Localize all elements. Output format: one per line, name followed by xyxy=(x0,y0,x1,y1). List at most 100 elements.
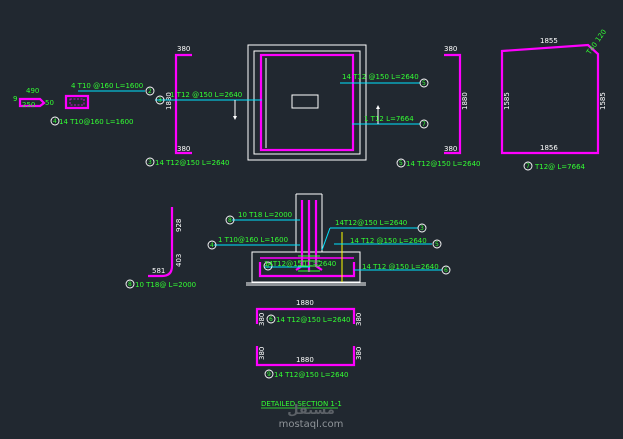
right-u-dim-right: 1880 xyxy=(461,92,469,110)
small-hook-shape xyxy=(18,97,46,108)
bottom-bar-upper-mark-bubble xyxy=(266,314,276,324)
small-hook-dim-left: 9 xyxy=(13,95,17,103)
trapezoid-bar: 1855 T40 120 1585 1585 1856 7 T12@ L=766… xyxy=(500,28,608,171)
bottom-bar-upper-dim-left: 380 xyxy=(258,313,266,326)
bottom-bar-lower-shape xyxy=(255,346,356,367)
small-hook-mark: 4 xyxy=(53,118,57,125)
section-call-2: 1 T10@160 L=1600 xyxy=(218,236,288,244)
bottom-bar-lower-dim-left: 380 xyxy=(258,347,266,360)
left-u-mark: 3 xyxy=(148,159,152,166)
section-mark-6-bubble xyxy=(441,265,451,275)
right-u-note: 14 T12@150 L=2640 xyxy=(406,160,480,168)
watermark: مستقل mostaql.com xyxy=(279,403,344,430)
right-u-mark: 5 xyxy=(399,160,403,167)
small-box-mark: 2 xyxy=(148,88,152,95)
plan-call-right-bottom: 1 T12 L=7664 xyxy=(364,115,414,123)
section-bottom-mesh xyxy=(258,262,356,278)
plan-mark-right-top-bubble xyxy=(419,78,429,88)
bottom-bar-lower-mark-bubble xyxy=(264,369,274,379)
l-bar-dim-base: 581 xyxy=(152,267,165,275)
section-call-4: 14 T12 @150 L=2640 xyxy=(350,237,427,245)
right-u-shape xyxy=(444,53,462,155)
small-box-bar: 4 T10 @160 L=1600 2 xyxy=(64,82,155,110)
left-u-shape xyxy=(174,53,192,155)
small-box-note: 4 T10 @160 L=1600 xyxy=(71,82,143,90)
plan-mark-right-top: 5 xyxy=(422,80,426,87)
small-box-hatch xyxy=(69,98,85,106)
section-mark-5: 7 xyxy=(266,263,270,270)
section-mark-4-bubble xyxy=(432,239,442,249)
section-mark-3-bubble xyxy=(417,223,427,233)
plan-mark-right-bottom-bubble xyxy=(419,119,429,129)
bottom-bar-lower-dim-bottom: 1880 xyxy=(296,356,314,364)
bottom-bar-lower: 380 380 1880 9 14 T12@150 L=2640 xyxy=(255,346,363,379)
section-call-6: 14 T12 @150 L=2640 xyxy=(362,263,439,271)
small-hook-mark-bubble xyxy=(50,116,60,126)
plan-mark-left-bubble xyxy=(155,95,165,105)
plan-column-box xyxy=(291,94,319,109)
plan-call-right-top: 14 T12 @150 L=2640 xyxy=(342,73,419,81)
trapezoid-shape xyxy=(500,43,600,155)
small-hook-dim-bottom: 250 xyxy=(22,101,35,109)
bottom-bar-upper-note: 14 T12@150 L=2640 xyxy=(276,316,350,324)
bottom-bar-upper-dim-top: 1880 xyxy=(296,299,314,307)
trapezoid-note: T12@ L=7664 xyxy=(534,163,586,171)
right-u-dim-top: 380 xyxy=(444,45,457,53)
section-mark-6: 6 xyxy=(444,267,448,274)
section-footing-outline xyxy=(251,251,361,283)
trapezoid-dim-bottom: 1856 xyxy=(540,144,558,152)
bottom-bar-lower-note: 14 T12@150 L=2640 xyxy=(274,371,348,379)
plan-right-arrow xyxy=(376,105,380,109)
section-view: 8 10 T18 L=2000 4 1 T10@160 L=1600 14T12… xyxy=(207,193,451,286)
left-u-bar: 380 1880 380 3 14 T12@150 L=2640 xyxy=(145,45,229,167)
trapezoid-mark-bubble xyxy=(523,161,533,171)
section-leader-3-tail xyxy=(321,227,331,251)
section-mark-2: 4 xyxy=(210,242,214,249)
left-u-dim-bottom: 380 xyxy=(177,145,190,153)
trapezoid-dim-top: 1855 xyxy=(540,37,558,45)
plan-outer-outline xyxy=(247,44,367,161)
plan-mark-left: 3 xyxy=(158,97,162,104)
small-hook-dim-top: 490 xyxy=(26,87,39,95)
small-box-mark-bubble xyxy=(145,86,155,96)
bottom-bar-lower-dim-right: 380 xyxy=(355,347,363,360)
section-call-5: 14T12@150 L=2640 xyxy=(264,260,336,268)
trapezoid-dim-right: 1585 xyxy=(599,92,607,110)
section-title-text: DETAILED SECTION 1-1 xyxy=(261,400,342,408)
l-bar-dim-mid: 403 xyxy=(175,254,183,267)
plan-view: 1 T12 @150 L=2640 3 14 T12 @150 L=2640 5… xyxy=(155,44,429,161)
right-u-bar: 380 1880 380 5 14 T12@150 L=2640 xyxy=(396,45,480,168)
bottom-bar-upper-dim-right: 380 xyxy=(355,313,363,326)
plan-mark-right-bottom: 7 xyxy=(422,121,426,128)
left-u-dim-left: 1880 xyxy=(165,92,173,110)
section-title: DETAILED SECTION 1-1 xyxy=(261,400,342,409)
plan-rebar-mesh xyxy=(259,53,355,152)
l-bar: 928 403 581 8 10 T18@ L=2000 xyxy=(125,207,196,289)
section-mark-5-bubble xyxy=(263,261,273,271)
l-bar-mark-bubble xyxy=(125,279,135,289)
small-box-shape xyxy=(64,94,90,110)
section-call-1: 10 T18 L=2000 xyxy=(238,211,292,219)
plan-call-left-top: 1 T12 @150 L=2640 xyxy=(170,91,242,99)
section-mark-1-bubble xyxy=(225,215,235,225)
section-mark-4: 5 xyxy=(435,241,439,248)
l-bar-note: 10 T18@ L=2000 xyxy=(135,281,196,289)
left-u-mark-bubble xyxy=(145,157,155,167)
section-mark-1: 8 xyxy=(228,217,232,224)
section-call-3: 14T12@150 L=2640 xyxy=(335,219,407,227)
bottom-bar-upper-mark: 6 xyxy=(269,316,273,323)
right-u-dim-bottom: 380 xyxy=(444,145,457,153)
bottom-bar-lower-mark: 9 xyxy=(267,371,271,378)
l-bar-mark: 8 xyxy=(128,281,132,288)
section-mark-3: 3 xyxy=(420,225,424,232)
plan-inner-outline xyxy=(253,50,361,155)
small-hook-note: 14 T10@160 L=1600 xyxy=(59,118,133,126)
bottom-bar-upper: 1880 380 380 6 14 T12@150 L=2640 xyxy=(255,299,363,326)
l-bar-shape xyxy=(148,207,174,278)
left-u-note: 14 T12@150 L=2640 xyxy=(155,159,229,167)
watermark-logo: مستقل xyxy=(287,403,335,418)
watermark-url: mostaql.com xyxy=(279,419,344,430)
l-bar-dim-vert: 928 xyxy=(175,219,183,232)
small-hook-bar: 490 9 50 250 4 14 T10@160 L=1600 xyxy=(13,87,133,126)
